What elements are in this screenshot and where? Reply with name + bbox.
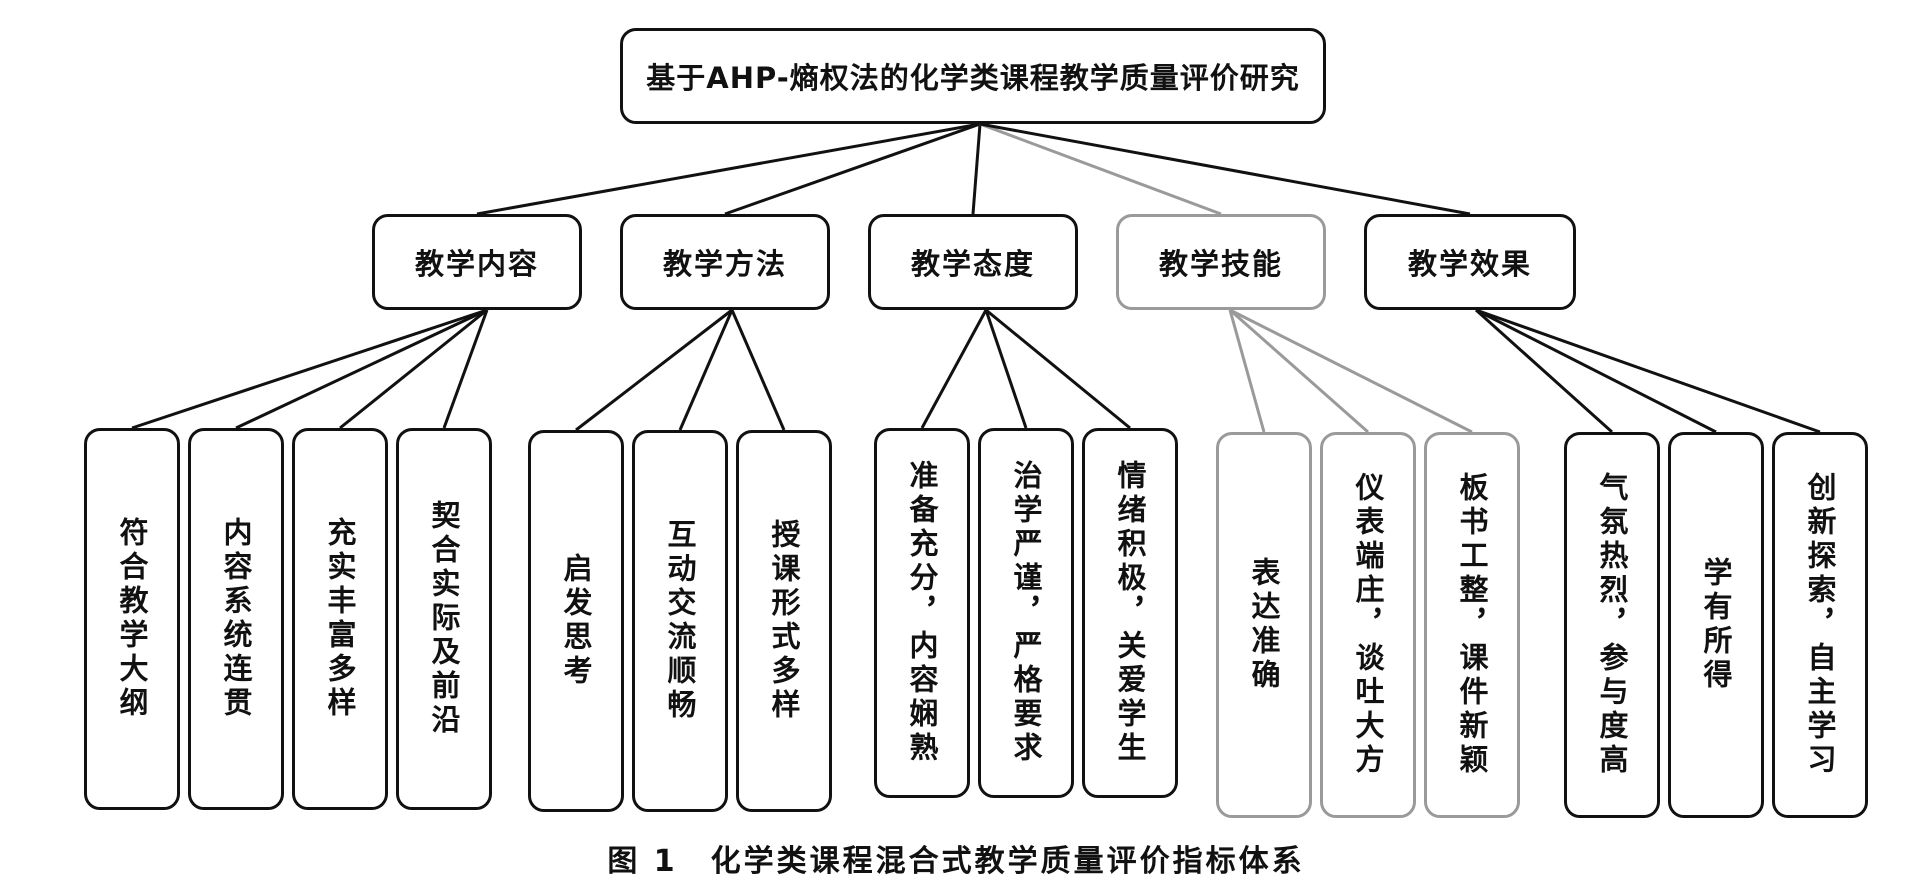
connector-line <box>984 309 1028 429</box>
indicator-node: 准备充分，内容娴熟 <box>874 428 970 798</box>
connector-line <box>985 308 1131 430</box>
connector-line <box>339 308 488 430</box>
indicator-label: 启发思考 <box>559 553 594 689</box>
indicator-node: 情绪积极，关爱学生 <box>1082 428 1178 798</box>
indicator-label: 符合教学大纲 <box>115 517 150 721</box>
connector-line <box>442 309 489 429</box>
indicator-label: 板书工整，课件新颖 <box>1455 472 1490 778</box>
connector-line <box>1474 308 1614 434</box>
indicator-label: 创新探索，自主学习 <box>1803 472 1838 778</box>
connector-line <box>1475 308 1717 434</box>
category-node-teaching-method: 教学方法 <box>620 214 830 310</box>
indicator-label: 气氛热烈，参与度高 <box>1595 472 1630 778</box>
indicator-node: 表达准确 <box>1216 432 1312 818</box>
indicator-label: 契合实际及前沿 <box>427 500 462 738</box>
connector-line <box>575 308 733 432</box>
indicator-label: 表达准确 <box>1247 557 1282 693</box>
root-node: 基于AHP-熵权法的化学类课程教学质量评价研究 <box>620 28 1326 124</box>
connector-line <box>1229 308 1369 434</box>
connector-line <box>235 308 488 430</box>
connector-line <box>678 309 734 431</box>
connector-line <box>476 122 981 216</box>
indicator-label: 仪表端庄，谈吐大方 <box>1351 472 1386 778</box>
indicator-node: 启发思考 <box>528 430 624 812</box>
category-label: 教学技能 <box>1158 247 1283 281</box>
indicator-node: 充实丰富多样 <box>292 428 388 810</box>
indicator-label: 治学严谨，严格要求 <box>1009 460 1044 766</box>
connector-line <box>971 123 982 215</box>
indicator-node: 仪表端庄，谈吐大方 <box>1320 432 1416 818</box>
connector-line <box>920 309 988 429</box>
connector-line <box>979 122 1471 216</box>
category-node-teaching-content: 教学内容 <box>372 214 582 310</box>
indicator-node: 学有所得 <box>1668 432 1764 818</box>
indicator-label: 授课形式多样 <box>767 519 802 723</box>
indicator-node: 互动交流顺畅 <box>632 430 728 812</box>
connector-line <box>730 309 786 431</box>
indicator-node: 治学严谨，严格要求 <box>978 428 1074 798</box>
connector-line <box>979 122 1222 216</box>
indicator-label: 互动交流顺畅 <box>663 519 698 723</box>
indicator-node: 气氛热烈，参与度高 <box>1564 432 1660 818</box>
category-node-teaching-skill: 教学技能 <box>1116 214 1326 310</box>
category-node-teaching-attitude: 教学态度 <box>868 214 1078 310</box>
connector-line <box>1228 309 1266 433</box>
connector-line <box>724 122 981 216</box>
connector-line <box>1229 308 1473 434</box>
indicator-node: 内容系统连贯 <box>188 428 284 810</box>
indicator-label: 学有所得 <box>1699 557 1734 693</box>
indicator-node: 创新探索，自主学习 <box>1772 432 1868 818</box>
indicator-node: 契合实际及前沿 <box>396 428 492 810</box>
indicator-node: 符合教学大纲 <box>84 428 180 810</box>
category-label: 教学效果 <box>1407 247 1532 281</box>
indicator-label: 准备充分，内容娴熟 <box>905 460 940 766</box>
root-label: 基于AHP-熵权法的化学类课程教学质量评价研究 <box>646 61 1300 95</box>
category-label: 教学态度 <box>910 247 1035 281</box>
figure-caption: 图 1 化学类课程混合式教学质量评价指标体系 <box>607 844 1305 879</box>
indicator-label: 内容系统连贯 <box>219 517 254 721</box>
connector-line <box>1475 308 1821 434</box>
indicator-node: 板书工整，课件新颖 <box>1424 432 1520 818</box>
category-label: 教学方法 <box>662 247 787 281</box>
category-label: 教学内容 <box>414 247 539 281</box>
indicator-node: 授课形式多样 <box>736 430 832 812</box>
indicator-label: 情绪积极，关爱学生 <box>1113 460 1148 766</box>
indicator-label: 充实丰富多样 <box>323 517 358 721</box>
category-node-teaching-effect: 教学效果 <box>1364 214 1576 310</box>
connector-line <box>131 308 488 430</box>
